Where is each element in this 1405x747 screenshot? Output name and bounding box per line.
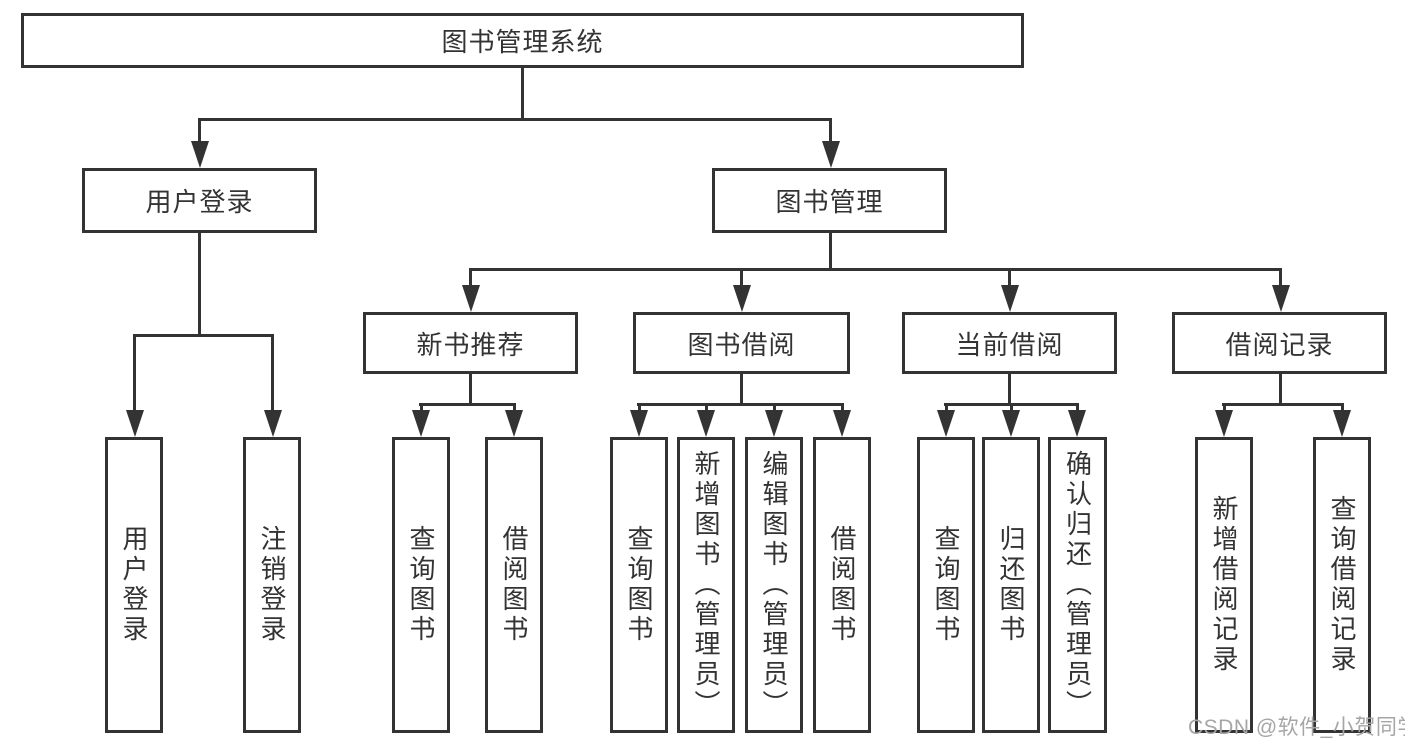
connector-line bbox=[198, 118, 832, 121]
arrow-down-icon bbox=[937, 410, 955, 437]
leaf-label: 注销登录 bbox=[257, 525, 287, 645]
leaf-logout-login: 注销登录 bbox=[243, 437, 301, 733]
connector-line bbox=[198, 120, 201, 144]
arrow-down-icon bbox=[833, 410, 851, 437]
leaf-label: 查询图书 bbox=[931, 525, 961, 645]
node-new-book-recommend: 新书推荐 bbox=[363, 312, 578, 374]
leaf-query-borrow-record: 查询借阅记录 bbox=[1313, 437, 1371, 733]
arrow-down-icon bbox=[412, 410, 430, 437]
connector-line bbox=[1008, 374, 1011, 406]
connector-line bbox=[1076, 405, 1079, 413]
connector-line bbox=[829, 233, 832, 270]
connector-line bbox=[469, 268, 1282, 271]
connector-line bbox=[198, 233, 201, 337]
leaf-add-borrow-record: 新增借阅记录 bbox=[1195, 437, 1253, 733]
connector-line bbox=[469, 374, 472, 406]
leaf-query-book-current: 查询图书 bbox=[917, 437, 975, 733]
connector-line bbox=[469, 270, 472, 287]
connector-line bbox=[944, 403, 1079, 406]
leaf-user-login: 用户登录 bbox=[105, 437, 163, 733]
connector-line bbox=[773, 405, 776, 413]
connector-line bbox=[841, 405, 844, 413]
leaf-label: 归还图书 bbox=[996, 525, 1026, 645]
leaf-label: 查询图书 bbox=[624, 525, 654, 645]
arrow-down-icon bbox=[1001, 285, 1019, 312]
connector-line bbox=[1222, 403, 1344, 406]
arrow-down-icon bbox=[765, 410, 783, 437]
leaf-query-book-borrow: 查询图书 bbox=[610, 437, 668, 733]
arrow-down-icon bbox=[630, 410, 648, 437]
leaf-label: 确认归还（管理员） bbox=[1062, 450, 1093, 720]
connector-line bbox=[1279, 374, 1282, 406]
watermark-text: CSDN @软件_小贺同学 bbox=[1188, 716, 1405, 739]
node-root: 图书管理系统 bbox=[21, 13, 1024, 68]
leaf-label: 新增图书（管理员） bbox=[691, 450, 721, 720]
connector-line bbox=[1341, 405, 1344, 413]
leaf-confirm-return-admin: 确认归还（管理员） bbox=[1048, 437, 1107, 733]
arrow-down-icon bbox=[1272, 285, 1290, 312]
arrow-down-icon bbox=[822, 141, 840, 168]
leaf-label: 查询图书 bbox=[406, 525, 436, 645]
arrow-down-icon bbox=[462, 285, 480, 312]
leaf-label: 新增借阅记录 bbox=[1209, 495, 1239, 675]
connector-line bbox=[133, 334, 274, 337]
connector-line bbox=[1223, 405, 1226, 413]
connector-line bbox=[1010, 405, 1013, 413]
leaf-label: 编辑图书（管理员） bbox=[759, 450, 789, 720]
leaf-query-book-recommend: 查询图书 bbox=[392, 437, 450, 733]
connector-line bbox=[1008, 270, 1011, 287]
connector-line bbox=[133, 336, 136, 412]
connector-line bbox=[419, 403, 516, 406]
arrow-down-icon bbox=[1333, 410, 1351, 437]
arrow-down-icon bbox=[264, 410, 282, 437]
arrow-down-icon bbox=[1068, 410, 1086, 437]
arrow-down-icon bbox=[1002, 410, 1020, 437]
connector-line bbox=[638, 405, 641, 413]
leaf-borrow-book-recommend: 借阅图书 bbox=[485, 437, 543, 733]
connector-line bbox=[513, 405, 516, 413]
leaf-edit-book-admin: 编辑图书（管理员） bbox=[745, 437, 803, 733]
leaf-return-book: 归还图书 bbox=[982, 437, 1040, 733]
connector-line bbox=[945, 405, 948, 413]
node-borrow-records: 借阅记录 bbox=[1172, 312, 1387, 374]
connector-line bbox=[1279, 270, 1282, 287]
connector-line bbox=[740, 270, 743, 287]
leaf-label: 用户登录 bbox=[119, 525, 149, 645]
arrow-down-icon bbox=[733, 285, 751, 312]
connector-line bbox=[740, 374, 743, 406]
connector-line bbox=[271, 336, 274, 412]
arrow-down-icon bbox=[126, 410, 144, 437]
connector-line bbox=[829, 120, 832, 144]
node-user-login: 用户登录 bbox=[82, 168, 317, 233]
arrow-down-icon bbox=[697, 410, 715, 437]
connector-line bbox=[420, 405, 423, 413]
leaf-label: 借阅图书 bbox=[827, 525, 857, 645]
connector-line bbox=[521, 68, 524, 121]
leaf-label: 借阅图书 bbox=[499, 525, 529, 645]
connector-line bbox=[705, 405, 708, 413]
arrow-down-icon bbox=[191, 141, 209, 168]
arrow-down-icon bbox=[505, 410, 523, 437]
node-book-management: 图书管理 bbox=[712, 168, 947, 233]
arrow-down-icon bbox=[1215, 410, 1233, 437]
leaf-borrow-book: 借阅图书 bbox=[813, 437, 871, 733]
leaf-add-book-admin: 新增图书（管理员） bbox=[677, 437, 735, 733]
node-current-borrow: 当前借阅 bbox=[902, 312, 1117, 374]
leaf-label: 查询借阅记录 bbox=[1327, 495, 1357, 675]
node-book-borrow: 图书借阅 bbox=[633, 312, 850, 374]
connector-line bbox=[637, 403, 844, 406]
